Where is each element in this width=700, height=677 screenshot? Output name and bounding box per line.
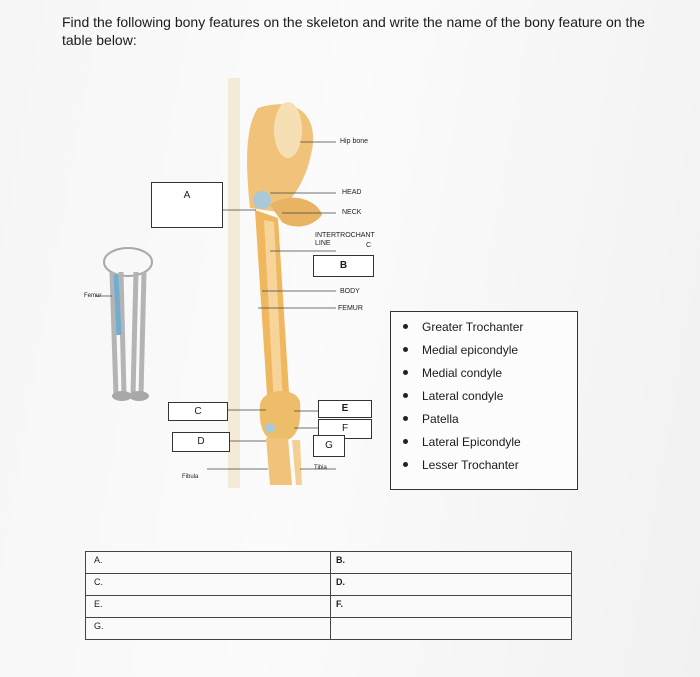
answer-label-c: C. bbox=[94, 577, 103, 587]
femur-bone-illustration bbox=[247, 102, 322, 485]
answer-label-a: A. bbox=[94, 555, 103, 565]
label-fibula: Fibula bbox=[182, 474, 199, 480]
box-c: C bbox=[168, 402, 228, 421]
label-head: HEAD bbox=[342, 189, 362, 196]
box-g: G bbox=[313, 435, 345, 457]
answer-label-f: F. bbox=[336, 599, 344, 609]
bullet-icon bbox=[403, 347, 408, 353]
label-intertrochanteric-line: INTERTROCHANT LINE bbox=[315, 232, 375, 247]
box-a: A bbox=[151, 182, 223, 228]
answer-row: C. D. bbox=[85, 573, 572, 595]
box-b: B bbox=[313, 255, 374, 277]
label-tibia: Tibia bbox=[314, 465, 327, 471]
bullet-icon bbox=[403, 324, 408, 330]
feature-word-bank: Greater Trochanter Medial epicondyle Med… bbox=[390, 311, 578, 490]
box-e: E bbox=[318, 400, 372, 418]
word-bank-item: Lateral Epicondyle bbox=[391, 431, 577, 454]
answer-row: G. bbox=[85, 617, 572, 640]
label-femur: FEMUR bbox=[338, 305, 363, 312]
word-bank-item: Patella bbox=[391, 408, 577, 431]
label-hip-bone: Hip bone bbox=[340, 138, 369, 145]
bullet-icon bbox=[403, 439, 408, 445]
small-skeleton-illustration bbox=[103, 247, 153, 401]
label-intertrochanteric-c: C bbox=[366, 242, 372, 249]
bullet-icon bbox=[403, 370, 408, 376]
box-d: D bbox=[172, 432, 230, 452]
word-bank-item: Medial condyle bbox=[391, 362, 577, 385]
word-bank-item: Lesser Trochanter bbox=[391, 454, 577, 477]
word-bank-item: Greater Trochanter bbox=[391, 316, 577, 339]
bullet-icon bbox=[403, 416, 408, 422]
word-bank-item: Medial epicondyle bbox=[391, 339, 577, 362]
answer-label-e: E. bbox=[94, 599, 103, 609]
label-body: BODY bbox=[340, 288, 360, 295]
word-bank-item: Lateral condyle bbox=[391, 385, 577, 408]
answer-label-d: D. bbox=[336, 577, 345, 587]
answer-row: E. F. bbox=[85, 595, 572, 617]
label-neck: NECK bbox=[342, 209, 362, 216]
box-f: F bbox=[318, 419, 372, 439]
answer-label-g: G. bbox=[94, 621, 104, 631]
bullet-icon bbox=[403, 462, 408, 468]
instructions-text: Find the following bony features on the … bbox=[62, 14, 645, 48]
answer-row: A. B. bbox=[85, 551, 572, 573]
bullet-icon bbox=[403, 393, 408, 399]
label-femur-small: Femur bbox=[84, 293, 102, 299]
answer-table: A. B. C. D. E. F. G. bbox=[85, 551, 572, 640]
answer-label-b: B. bbox=[336, 555, 345, 565]
